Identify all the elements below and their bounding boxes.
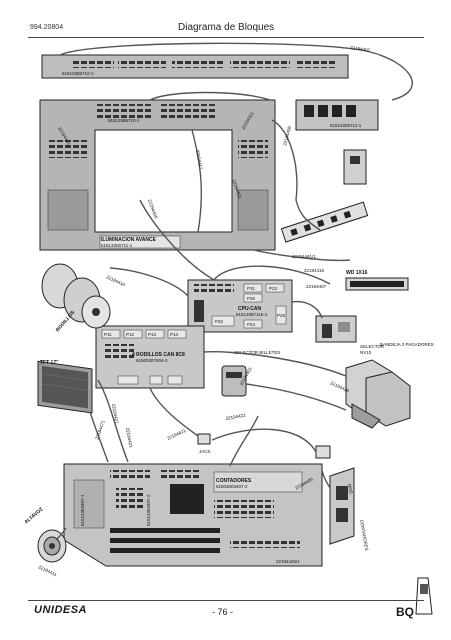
- main-right-code: 61513363407-2: [146, 494, 151, 526]
- reels-icon: RODILLOS: [41, 263, 111, 333]
- cable-label-15: 22194421: [166, 428, 187, 441]
- pulsadores-strip: [280, 201, 369, 243]
- counters-module: CONTADORES MOD: [329, 467, 369, 551]
- cable-label-6: 22194401: [231, 179, 243, 200]
- cable-label-9: 22194415: [304, 268, 325, 273]
- cpu-port-6: P25: [277, 313, 286, 318]
- main-left-code: 61513363407-1: [80, 494, 85, 526]
- cable-label-11: 22194410: [106, 274, 127, 287]
- tft-monitor: [37, 360, 93, 414]
- rod-port-1: P11: [104, 332, 112, 337]
- top-strip-code: 61513386710-1: [62, 71, 94, 76]
- mod-label: MOD: [347, 483, 354, 495]
- unidesa-logo: UNIDESA: [34, 604, 88, 616]
- display-board-code: 61513306711-1: [330, 123, 362, 128]
- cable-label-19: 22194423: [125, 427, 133, 448]
- jack-connector: JACK: [197, 433, 211, 454]
- coin-selector-code: NV10: [360, 350, 372, 355]
- display-board: 61513306711-1: [295, 99, 379, 131]
- cable-label-3: 22194417: [195, 149, 203, 170]
- lighting-code: 61513306711-1: [101, 243, 133, 248]
- reels-label: RODILLOS: [55, 309, 77, 333]
- cpu-port-5: P24: [247, 322, 256, 327]
- cpu-port-4: P22: [215, 319, 224, 324]
- cable-label-17: 22194427: [111, 403, 119, 424]
- cpu-code: 61513367115-1: [236, 312, 268, 317]
- cabinet-icon: [415, 577, 433, 615]
- rod-port-2: P12: [126, 332, 135, 337]
- cable-label-5: 22194400: [147, 199, 159, 220]
- rodillos-board: P11 P12 P13 P14 4 RODILLOS CAN 8C8 61500…: [95, 325, 205, 389]
- rodillos-title: 4 RODILLOS CAN 8C8: [132, 352, 185, 358]
- cable-label-10: 22194407: [306, 284, 327, 289]
- cable-label-21: 22194411: [38, 564, 58, 577]
- bill-selector-label: SELECTOR BILLETES: [234, 350, 280, 355]
- header-rule: [28, 37, 424, 38]
- rod-port-4: P14: [170, 332, 179, 337]
- payout-hoppers: BANDEJA 3 PAGADORES: [345, 342, 434, 429]
- counters-label: CONTADORES: [359, 519, 369, 551]
- cpu-can-board: P31 P23 P26 P22 P24 P25 CPU-CAN 61513367…: [187, 279, 293, 333]
- wd-display: WD 1X16: [345, 270, 409, 291]
- top-strip-board: 61513386710-1: [41, 54, 349, 79]
- rod-port-3: P13: [148, 332, 157, 337]
- cpu-port-1: P31: [247, 286, 256, 291]
- wd-label: WD 1X16: [346, 270, 368, 276]
- main-frame-board: 61513386710-1 ILUMINACION AVANCE 6151330…: [39, 99, 276, 251]
- coin-selector: SELECTOR NV10: [315, 315, 385, 355]
- jack-label: JACK: [199, 449, 211, 454]
- cpu-title: CPU-CAN: [238, 306, 261, 312]
- counters-board-code: 61503003407-2: [216, 484, 248, 489]
- cable-label-1: 22194407: [350, 45, 371, 53]
- footer-rule: [28, 600, 424, 601]
- top-left-board-code: 61513386710-1: [108, 118, 140, 123]
- bandeja-label: BANDEJA 3 PAGADORES: [380, 342, 434, 347]
- cable-label-16: 22194471: [94, 419, 106, 440]
- lighting-title: ILUMINACION AVANCE: [101, 237, 157, 243]
- main-controller-board: CONTADORES 61503003407-2 61513363407-1 6…: [63, 463, 323, 567]
- cpu-port-3: P26: [247, 296, 256, 301]
- tecla-module: [343, 149, 367, 185]
- document-code: 994.20804: [30, 24, 64, 31]
- page-number: - 76 -: [212, 607, 234, 617]
- speaker-label: ALTAVOZ: [23, 506, 44, 525]
- cable-label-8: 22194461/1: [292, 254, 316, 259]
- tft-label: TFT 17": [40, 360, 59, 366]
- cable-label-20: 22194425/1: [276, 559, 300, 564]
- wiring: [55, 42, 413, 541]
- counters-board-title: CONTADORES: [216, 478, 252, 484]
- mod-connector: [315, 445, 331, 459]
- cable-label-7: 22194408: [282, 125, 292, 146]
- section-code: BQ: [396, 605, 414, 619]
- speaker-icon: ALTAVOZ: [23, 506, 67, 563]
- cpu-port-2: P23: [269, 286, 278, 291]
- bill-selector: SELECTOR BILLETES: [221, 350, 280, 397]
- page-title: Diagrama de Bloques: [178, 22, 275, 33]
- rodillos-code: 61500307604-2: [136, 358, 168, 363]
- coin-selector-label: SELECTOR: [360, 344, 385, 349]
- cable-label-14: 22194422: [225, 412, 246, 420]
